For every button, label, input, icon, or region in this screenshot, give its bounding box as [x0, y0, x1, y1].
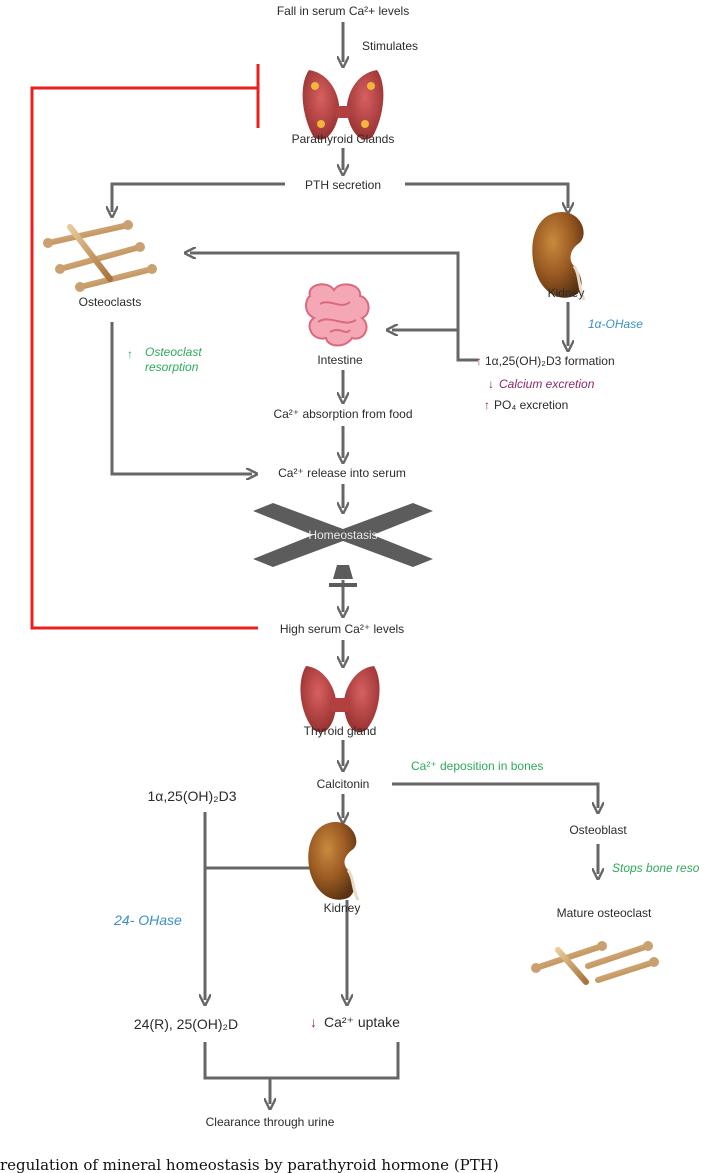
osteoblast-label: Osteoblast	[569, 823, 627, 837]
clearance-label: Clearance through urine	[206, 1115, 335, 1129]
absorption-label: Ca²⁺ absorption from food	[273, 407, 412, 421]
ohase-24-label: 24- OHase	[113, 912, 182, 928]
intestine-label: Intestine	[317, 353, 363, 367]
calcitonin-label: Calcitonin	[317, 777, 370, 791]
up-arrow-icon: ↑	[476, 354, 482, 368]
thyroid-gland-icon	[300, 666, 380, 733]
bones-icon	[531, 941, 659, 985]
homeostasis-label: Homeostasis	[308, 528, 377, 542]
osteoclast-resorption-label: Osteoclast	[145, 345, 202, 359]
metabolite-label: 24(R), 25(OH)₂D	[134, 1016, 238, 1032]
negative-feedback-line	[30, 64, 260, 630]
calcium-excretion-label: Calcium excretion	[499, 377, 595, 391]
up-arrow-icon: ↑	[484, 398, 490, 412]
kidney-icon	[308, 822, 360, 901]
bones-icon	[43, 220, 157, 292]
high-serum-label: High serum Ca²⁺ levels	[280, 622, 404, 636]
kidney-top-label: Kidney	[548, 286, 585, 300]
kidney-bottom-label: Kidney	[324, 901, 361, 915]
formation-label: 1α,25(OH)₂D3 formation	[485, 354, 615, 368]
labels: Fall in serum Ca²+ levels Stimulates Par…	[0, 4, 700, 1173]
vitamin-d-label: 1α,25(OH)₂D3	[148, 788, 237, 804]
osteoclasts-label: Osteoclasts	[79, 295, 142, 309]
stops-bone-label: Stops bone reso	[612, 861, 700, 875]
pth-secretion-label: PTH secretion	[305, 178, 381, 192]
intestine-icon	[305, 283, 370, 347]
thyroid-label: Thyroid gland	[304, 724, 377, 738]
status-arrows: ↑ ↑ ↓ ↑ ↓	[127, 347, 494, 1030]
figure-caption: regulation of mineral homeostasis by par…	[0, 1156, 499, 1173]
fall-serum-label: Fall in serum Ca²+ levels	[277, 4, 409, 18]
parathyroid-label: Parathyroid Glands	[292, 132, 395, 146]
down-arrow-icon: ↓	[488, 377, 494, 391]
balance-scale-icon	[253, 503, 433, 587]
parathyroid-gland-icon	[302, 70, 384, 140]
stimulates-label: Stimulates	[362, 39, 418, 53]
one-alpha-ohase-label: 1α-OHase	[588, 317, 643, 331]
osteoclast-resorption-label-2: resorption	[145, 360, 199, 374]
deposition-label: Ca²⁺ deposition in bones	[411, 759, 543, 773]
po4-excretion-label: PO₄ excretion	[494, 398, 568, 412]
release-label: Ca²⁺ release into serum	[278, 466, 406, 480]
mature-osteoclast-label: Mature osteoclast	[557, 906, 652, 920]
kidney-icon	[532, 212, 586, 301]
uptake-label: Ca²⁺ uptake	[324, 1014, 400, 1030]
up-arrow-icon: ↑	[127, 347, 133, 361]
down-arrow-icon: ↓	[310, 1014, 317, 1030]
